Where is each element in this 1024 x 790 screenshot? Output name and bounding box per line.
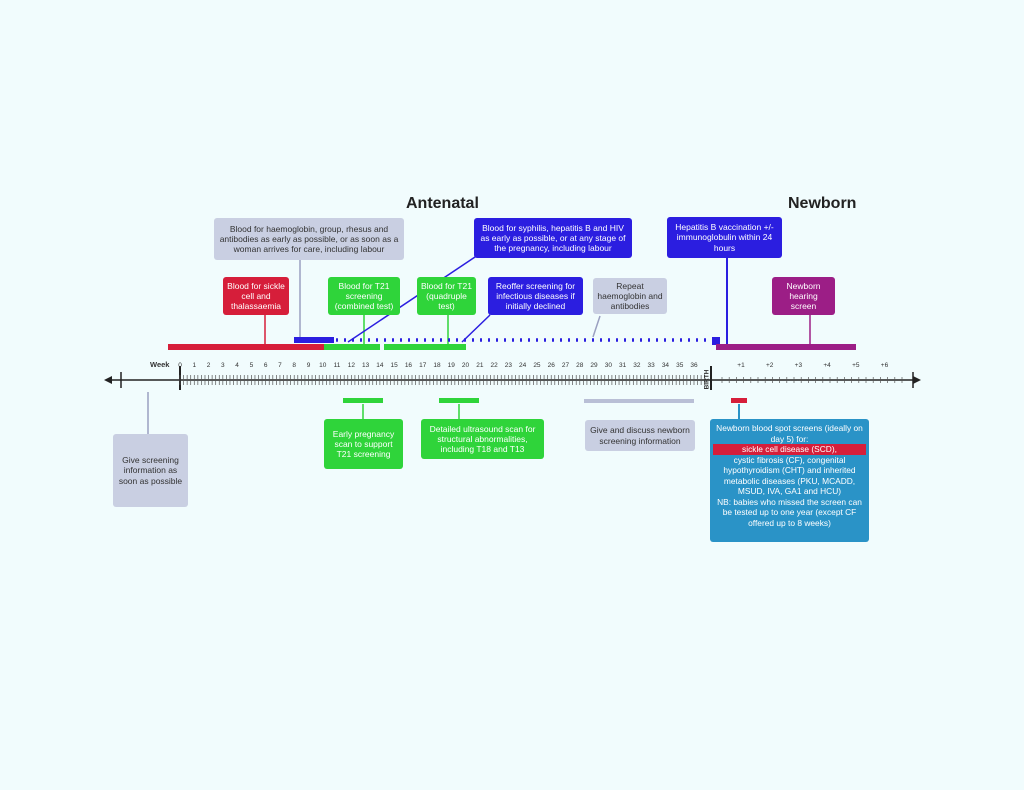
week-tick-label: 3 — [221, 362, 225, 369]
week-tick-label: 9 — [306, 362, 311, 369]
week-tick-label: 13 — [361, 362, 370, 369]
week-tick-label: 15 — [390, 362, 398, 369]
week-tick-label: 7 — [278, 362, 282, 369]
post-birth-tick-label: +2 — [765, 362, 774, 369]
give-screening-info-box: Give screening information as soon as po… — [113, 434, 188, 507]
newborn-blood-spot-box: Newborn blood spot screens (ideally on d… — [710, 419, 869, 542]
week-tick-label: 0 — [178, 362, 182, 369]
grey-bar-newborn-info — [584, 399, 694, 403]
antenatal-heading: Antenatal — [406, 195, 479, 212]
week-tick-label: 16 — [404, 362, 413, 369]
birth-label: BIRTH — [703, 369, 711, 390]
post-birth-tick-label: +6 — [880, 362, 889, 369]
week-tick-label: 14 — [376, 362, 384, 369]
green-bar-quadruple — [384, 344, 466, 350]
detailed-ultrasound-box: Detailed ultrasound scan for structural … — [421, 419, 544, 459]
week-tick-label: 28 — [576, 362, 584, 369]
week-tick-label: 18 — [433, 362, 441, 369]
week-tick-label: 10 — [319, 362, 327, 369]
week-tick-label: 36 — [690, 362, 698, 369]
repeat-haemoglobin-box: Repeat haemoglobin and antibodies — [593, 278, 667, 314]
syphilis-hep-hiv-box: Blood for syphilis, hepatitis B and HIV … — [474, 218, 632, 258]
newborn-blood-marker — [731, 398, 747, 403]
early-pregnancy-scan-box: Early pregnancy scan to support T21 scre… — [324, 419, 403, 469]
week-tick-label: 4 — [235, 362, 239, 369]
week-label: Week — [150, 360, 170, 369]
week-tick-label: 33 — [647, 362, 655, 369]
green-bar-detailed-scan — [439, 398, 479, 403]
red-bar — [168, 344, 325, 350]
week-tick-label: 35 — [676, 362, 684, 369]
week-tick-label: 32 — [633, 362, 641, 369]
week-tick-label: 29 — [590, 362, 598, 369]
haemoglobin-group-box: Blood for haemoglobin, group, rhesus and… — [214, 218, 404, 260]
week-tick-label: 21 — [476, 362, 484, 369]
post-birth-tick-label: +5 — [852, 362, 860, 369]
week-tick-label: 1 — [192, 362, 197, 369]
week-tick-label: 27 — [561, 362, 570, 369]
axis-arrow-right — [913, 376, 921, 384]
post-birth-tick-label: +1 — [737, 362, 745, 369]
newborn-blood-spot-highlight: sickle cell disease (SCD), — [713, 444, 866, 455]
week-tick-label: 6 — [263, 362, 268, 369]
connector-syphilis — [347, 254, 479, 343]
blue-bar-start — [294, 337, 334, 343]
week-tick-label: 24 — [519, 362, 527, 369]
connector-reoffer — [461, 314, 491, 343]
t21-quadruple-box: Blood for T21 (quadruple test) — [417, 277, 476, 315]
week-tick-label: 2 — [206, 362, 211, 369]
purple-bar — [716, 344, 856, 350]
week-tick-label: 34 — [661, 362, 670, 369]
week-tick-label: 8 — [292, 362, 297, 369]
week-tick-label: 30 — [604, 362, 612, 369]
green-bar-combined — [324, 344, 380, 350]
week-tick-label: 17 — [419, 362, 427, 369]
week-tick-label: 20 — [461, 362, 470, 369]
post-birth-tick-label: +3 — [794, 362, 803, 369]
newborn-hearing-box: Newborn hearing screen — [772, 277, 835, 315]
week-tick-label: 25 — [533, 362, 541, 369]
t21-combined-box: Blood for T21 screening (combined test) — [328, 277, 400, 315]
minor-ticks — [179, 375, 903, 385]
newborn-blood-spot-note: NB: babies who missed the screen can be … — [717, 496, 862, 528]
newborn-blood-spot-intro: Newborn blood spot screens (ideally on d… — [716, 423, 863, 444]
hep-b-vaccination-box: Hepatitis B vaccination +/- immunoglobul… — [667, 217, 782, 258]
reoffer-screening-box: Reoffer screening for infectious disease… — [488, 277, 583, 315]
give-discuss-newborn-info-box: Give and discuss newborn screening infor… — [585, 420, 695, 451]
green-bar-early-scan — [343, 398, 383, 403]
post-birth-tick-label: +4 — [823, 362, 831, 369]
week-tick-label: 23 — [504, 362, 512, 369]
connector-repeat — [592, 315, 601, 338]
week-tick-label: 22 — [490, 362, 498, 369]
newborn-blood-spot-conditions: cystic fibrosis (CF), congenital hypothy… — [723, 454, 856, 497]
week-tick-label: 26 — [547, 362, 555, 369]
week-tick-label: 31 — [618, 362, 627, 369]
newborn-heading: Newborn — [788, 195, 857, 212]
axis-arrow-left — [104, 376, 112, 384]
week-tick-label: 11 — [333, 362, 341, 369]
week-tick-label: 12 — [347, 362, 355, 369]
week-tick-label: 19 — [447, 362, 455, 369]
blue-bar-birth — [712, 337, 720, 345]
sickle-cell-box: Blood for sickle cell and thalassaemia — [223, 277, 289, 315]
week-tick-label: 5 — [249, 362, 254, 369]
